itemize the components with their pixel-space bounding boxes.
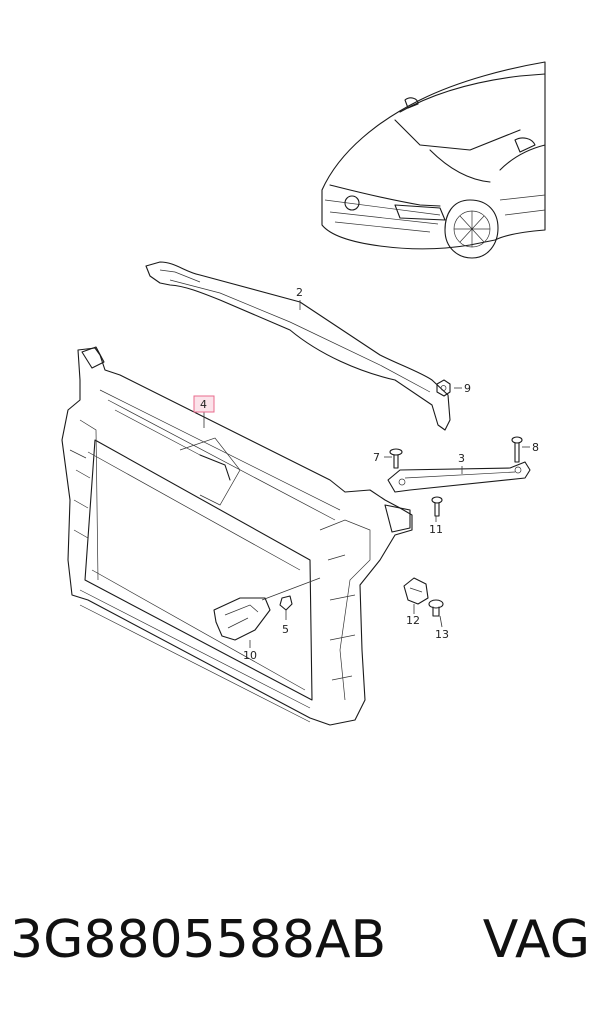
callout-13: 13 xyxy=(435,628,449,641)
part-4-lock-carrier xyxy=(61,346,413,726)
callout-7: 7 xyxy=(373,451,380,464)
parts-diagram: 2 9 4 7 3 8 11 5 10 12 13 xyxy=(61,61,546,726)
part-11-bolt xyxy=(431,496,443,517)
part-3-bracket xyxy=(387,461,531,493)
callout-4-highlight xyxy=(193,395,215,413)
part-2-upper-crossmember xyxy=(145,261,451,431)
footer-caption: 3G8805588AB VAG xyxy=(10,900,590,980)
callout-11: 11 xyxy=(429,523,443,536)
part-7-bolt xyxy=(389,448,403,469)
callout-3: 3 xyxy=(458,452,465,465)
callout-5: 5 xyxy=(282,623,289,636)
callout-8: 8 xyxy=(532,441,539,454)
part-8-bolt xyxy=(511,436,523,463)
callout-4: 4 xyxy=(200,398,207,411)
callout-10: 10 xyxy=(243,649,257,662)
callout-9: 9 xyxy=(464,382,471,395)
part-5-clip xyxy=(279,595,293,611)
callout-12: 12 xyxy=(406,614,420,627)
car-illustration xyxy=(321,61,546,259)
callout-labels: 2 9 4 7 3 8 11 5 10 12 13 xyxy=(200,286,539,662)
part-13-screw xyxy=(428,599,444,617)
brand-name: VAG xyxy=(482,910,590,970)
part-9-nut xyxy=(436,379,451,397)
part-number: 3G8805588AB xyxy=(10,910,387,970)
leader-lines xyxy=(203,300,530,648)
part-10-latch-bracket xyxy=(213,577,321,641)
part-12-holder xyxy=(403,577,429,605)
callout-2: 2 xyxy=(296,286,303,299)
